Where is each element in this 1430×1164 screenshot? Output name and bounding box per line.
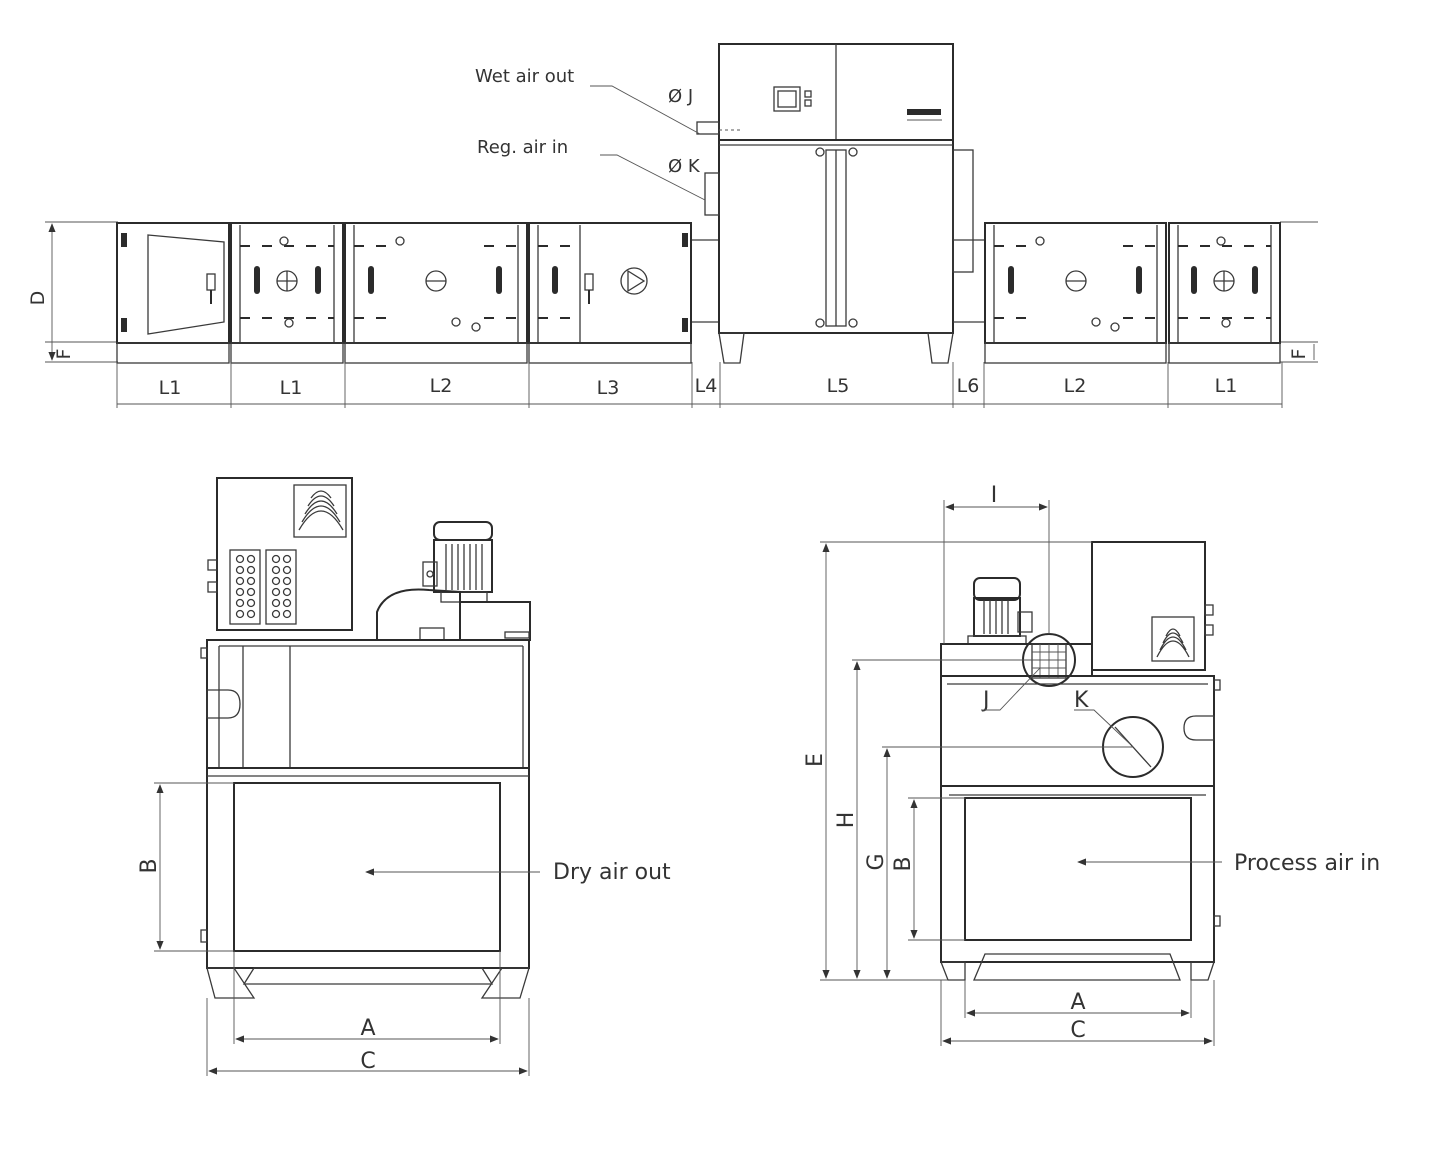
dim-label-f-left: F [53,349,75,360]
callout-wet-air-out: Wet air out [475,66,701,135]
length-label-6: L5 [827,375,850,397]
right-module-chain [984,222,1281,364]
front-dimension-a: A [233,951,501,1044]
front-dim-label-b: B [137,858,162,873]
callout-process-air-in: Process air in [1077,851,1380,876]
main-dehumidifier-unit [696,43,985,364]
dimension-f-left: F [53,349,75,360]
callout-dia-k: Ø K [668,156,701,177]
rear-dimension-h: H [834,659,1036,979]
rear-dim-label-h: H [834,812,859,829]
rear-dim-label-e: E [803,753,828,767]
dimension-d: D [27,223,56,361]
left-module-chain [116,222,692,364]
rear-dimension-e: E [803,541,1092,981]
front-dim-label-a: A [360,1016,375,1041]
dim-label-d: D [27,291,49,306]
length-label-1: L1 [159,377,182,399]
rear-dimension-c: C [940,980,1215,1046]
length-label-3: L2 [430,375,453,397]
rear-fan-motor [940,577,1093,687]
callout-j: J [981,667,1041,713]
fan-motor [376,521,531,641]
front-view: Dry air out B A C [137,477,671,1076]
terminal-grid [235,554,292,619]
label-dry-air-out: Dry air out [553,860,671,885]
rear-dim-label-b: B [891,856,916,871]
rear-dimension-a: A [964,980,1192,1018]
rear-dimension-g: G [864,746,1133,979]
label-process-air-in: Process air in [1234,851,1380,876]
front-dimension-c: C [206,998,530,1076]
label-dia-k: Ø K [668,156,701,177]
rear-dim-label-a: A [1070,990,1085,1015]
label-reg-air-in: Reg. air in [477,137,568,158]
length-label-8: L2 [1064,375,1087,397]
dim-label-f-right: F [1288,349,1310,360]
rear-view: J K Process air in I E [803,483,1380,1046]
length-label-5: L4 [695,375,718,397]
rear-dim-label-c: C [1070,1018,1085,1043]
callout-dry-air-out: Dry air out [365,860,671,885]
rear-dimension-b: B [891,797,965,941]
label-dia-j: Ø J [668,86,693,107]
length-label-2: L1 [280,377,303,399]
label-k: K [1074,688,1089,713]
rear-dim-label-g: G [864,853,889,870]
length-label-4: L3 [597,377,620,399]
length-label-7: L6 [957,375,980,397]
label-wet-air-out: Wet air out [475,66,574,87]
length-dimensions: L1 L1 L2 L3 L4 L5 L6 L2 L1 [116,362,1283,408]
dimension-f-right: F [1288,344,1315,360]
side-view: D F F [27,43,1318,408]
front-dim-label-c: C [360,1049,375,1074]
callout-dia-j: Ø J [668,86,693,107]
length-label-9: L1 [1215,375,1238,397]
label-j: J [981,688,990,713]
rear-dim-label-i: I [991,483,998,508]
callout-reg-air-in: Reg. air in [477,137,706,201]
callout-k: K [1074,688,1131,745]
front-dimension-b: B [137,782,234,952]
rear-dimension-i: I [943,483,1050,644]
